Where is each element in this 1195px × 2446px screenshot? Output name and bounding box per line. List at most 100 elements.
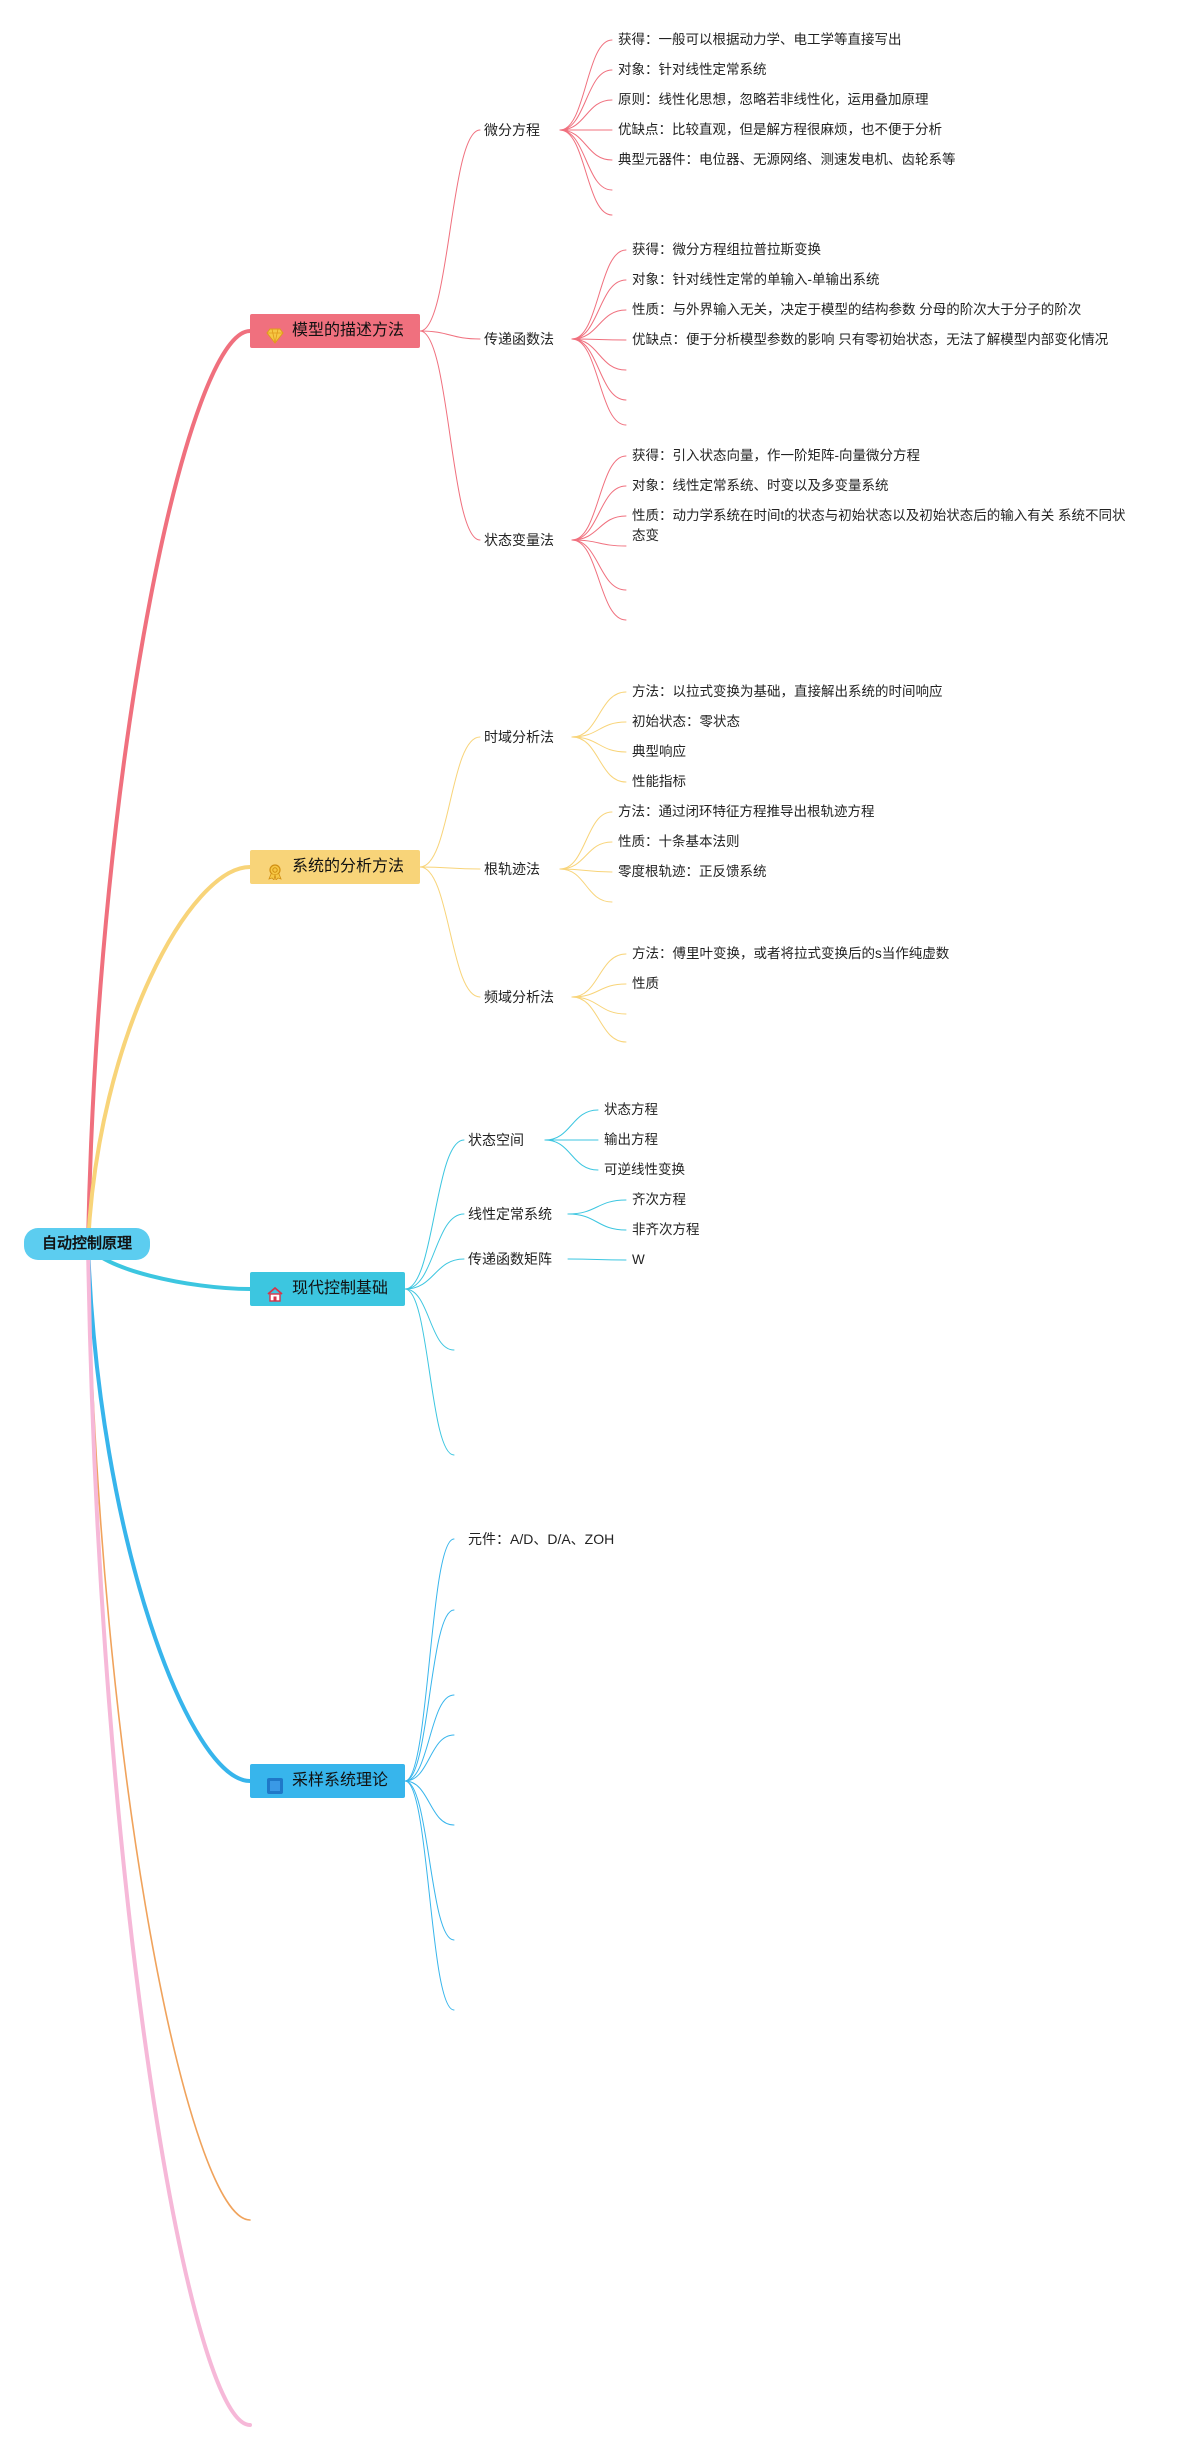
leaf-item[interactable]: 可逆线性变换 <box>604 1162 685 1177</box>
connector-line <box>571 539 627 591</box>
leaf-item[interactable]: 输出方程 <box>604 1132 658 1147</box>
leaf-item[interactable]: 原则：线性化思想，忽略若非线性化，运用叠加原理 <box>618 92 929 107</box>
topic-modern-control[interactable]: 现代控制基础 <box>250 1272 405 1306</box>
connector-line <box>571 249 627 340</box>
connector-line <box>571 309 627 340</box>
leaf-item[interactable]: 优缺点：比较直观，但是解方程很麻烦，也不便于分析 <box>618 122 942 137</box>
connector-line <box>419 330 481 541</box>
connector-line <box>419 736 481 868</box>
connector-line <box>404 1538 455 1782</box>
connector-line <box>567 1258 627 1261</box>
connector-line <box>404 1609 455 1782</box>
connector-line <box>559 99 613 131</box>
subtopic-transfer-matrix[interactable]: 传递函数矩阵 <box>468 1251 552 1267</box>
connector-line <box>571 691 627 738</box>
connector-line <box>559 868 613 903</box>
connector-line <box>404 1694 455 1782</box>
branch-line <box>86 329 252 1246</box>
connector-line <box>571 455 627 541</box>
leaf-item[interactable]: 获得：微分方程组拉普拉斯变换 <box>632 242 821 257</box>
connector-line <box>571 338 627 426</box>
connector-line <box>571 539 627 621</box>
connector-line <box>419 330 481 340</box>
leaf-item[interactable]: 零度根轨迹：正反馈系统 <box>618 864 767 879</box>
leaf-item[interactable]: 典型响应 <box>632 744 686 759</box>
subtopic-lti-system[interactable]: 线性定常系统 <box>468 1206 552 1222</box>
connector-line <box>571 279 627 340</box>
leaf-item[interactable]: 状态方程 <box>604 1102 658 1117</box>
leaf-item[interactable]: 获得：一般可以根据动力学、电工学等直接写出 <box>618 32 902 47</box>
connector-line <box>544 1109 599 1141</box>
connector-line <box>559 39 613 131</box>
connector-line <box>571 515 627 541</box>
branch-line <box>86 1242 252 1783</box>
connector-line <box>404 1288 455 1456</box>
connector-line <box>559 69 613 131</box>
leaf-item[interactable]: 方法：傅里叶变换，或者将拉式变换后的s当作纯虚数 <box>632 946 950 961</box>
connector-line <box>404 1213 465 1290</box>
leaf-item[interactable]: 性质：动力学系统在时间t的状态与初始状态以及初始状态后的输入有关 系统不同状态变 <box>632 508 1126 543</box>
topic-sampling-system[interactable]: 采样系统理论 <box>250 1764 405 1798</box>
connector-line <box>571 736 627 753</box>
subtopic-differential-equation[interactable]: 微分方程 <box>484 122 540 138</box>
connector-line <box>404 1780 455 2011</box>
leaf-item[interactable]: 获得：引入状态向量，作一阶矩阵-向量微分方程 <box>632 448 920 463</box>
leaf-item[interactable]: 性质：十条基本法则 <box>618 834 740 849</box>
connector-line <box>571 338 627 401</box>
leaf-item[interactable]: 方法：通过闭环特征方程推导出根轨迹方程 <box>618 804 875 819</box>
connector-line <box>559 868 613 873</box>
leaf-item[interactable]: 典型元器件：电位器、无源网络、测速发电机、齿轮系等 <box>618 152 956 167</box>
branch-line <box>87 1243 251 2221</box>
topic-label: 模型的描述方法 <box>292 322 405 339</box>
connector-line <box>419 866 481 870</box>
connector-line <box>404 1258 465 1290</box>
leaf-item[interactable]: 非齐次方程 <box>632 1222 700 1237</box>
connector-line <box>571 338 627 341</box>
topic-system-analysis[interactable]: 系统的分析方法 <box>250 850 420 884</box>
connector-line <box>571 539 627 547</box>
connector-line <box>404 1780 455 1826</box>
subtopic-components[interactable]: 元件：A/D、D/A、ZOH <box>468 1531 615 1547</box>
leaf-item[interactable]: 方法：以拉式变换为基础，直接解出系统的时间响应 <box>632 684 943 699</box>
leaf-item[interactable]: 对象：针对线性定常系统 <box>618 62 767 77</box>
subtopic-state-space[interactable]: 状态空间 <box>468 1132 524 1148</box>
leaf-item[interactable]: 性质：与外界输入无关，决定于模型的结构参数 分母的阶次大于分子的阶次 <box>632 302 1082 317</box>
subtopic-root-locus[interactable]: 根轨迹法 <box>484 861 540 877</box>
award-icon <box>266 859 284 881</box>
leaf-item[interactable]: 优缺点：便于分析模型参数的影响 只有零初始状态，无法了解模型内部变化情况 <box>632 332 1109 347</box>
subtopic-time-domain[interactable]: 时域分析法 <box>484 729 554 745</box>
subtopic-frequency-domain[interactable]: 频域分析法 <box>484 989 554 1005</box>
connector-line <box>571 338 627 371</box>
topic-label: 系统的分析方法 <box>292 858 405 875</box>
leaf-item[interactable]: 齐次方程 <box>632 1192 686 1207</box>
leaf-item[interactable]: W <box>632 1252 645 1267</box>
connector-line <box>571 996 627 1015</box>
leaf-item[interactable]: 性质 <box>632 976 659 991</box>
connector-line <box>571 485 627 541</box>
connector-line <box>404 1734 455 1782</box>
connector-line <box>559 129 613 191</box>
subtopic-state-variable[interactable]: 状态变量法 <box>484 532 554 548</box>
topic-model-description[interactable]: 模型的描述方法 <box>250 314 420 348</box>
connector-line <box>571 983 627 998</box>
branch-line <box>86 865 252 1246</box>
connector-line <box>567 1213 627 1231</box>
leaf-item[interactable]: 初始状态：零状态 <box>632 714 740 729</box>
leaf-item[interactable]: 对象：线性定常系统、时变以及多变量系统 <box>632 478 889 493</box>
root-node[interactable]: 自动控制原理 <box>24 1228 150 1260</box>
topic-label: 现代控制基础 <box>292 1280 389 1297</box>
connector-line <box>404 1780 455 1941</box>
leaf-item[interactable]: 性能指标 <box>632 774 686 789</box>
subtopic-transfer-function[interactable]: 传递函数法 <box>484 331 554 347</box>
connector-line <box>419 866 481 998</box>
square-icon <box>266 1773 284 1794</box>
topic-label: 采样系统理论 <box>292 1772 389 1789</box>
gem-icon <box>266 323 284 344</box>
connector-line <box>559 811 613 870</box>
branch-line <box>86 1242 252 2427</box>
connector-line <box>559 129 613 161</box>
connector-line <box>567 1199 627 1215</box>
connector-line <box>404 1139 465 1290</box>
leaf-item[interactable]: 对象：针对线性定常的单输入-单输出系统 <box>632 272 880 287</box>
